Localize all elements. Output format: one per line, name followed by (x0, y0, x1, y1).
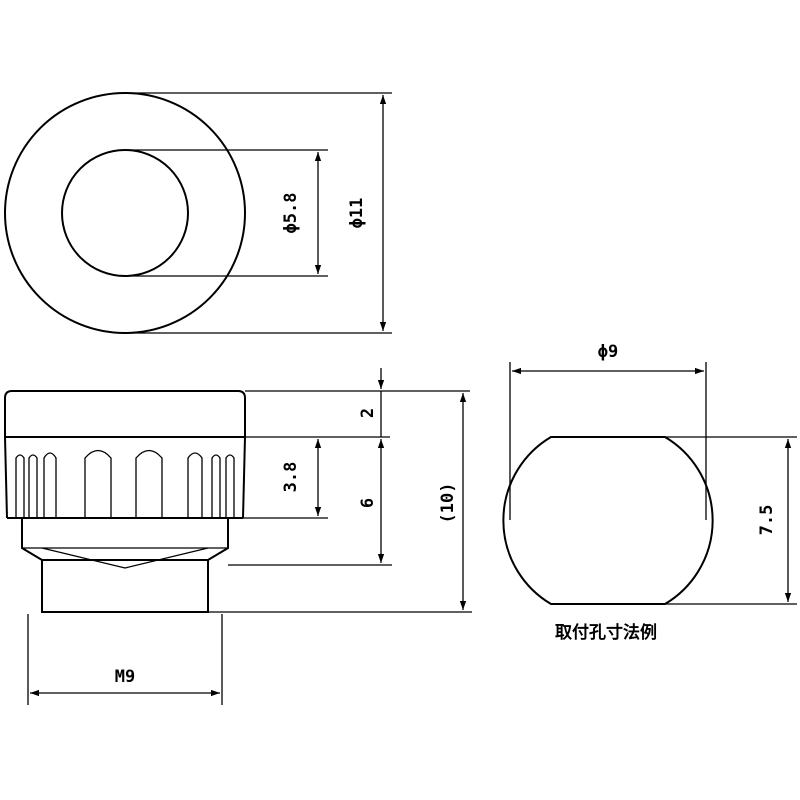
hex-body (21, 518, 229, 561)
mounting-hole-outline (502, 436, 714, 605)
body-height-label: 6 (358, 498, 378, 508)
cap-height-label: 2 (358, 408, 378, 418)
thread-label: M9 (115, 667, 135, 687)
hole-diameter-label: ϕ9 (598, 342, 618, 362)
outer-ring (4, 92, 246, 334)
side-view: 2 3.8 6 (10) M9 (4, 368, 472, 705)
threaded-shank (41, 560, 209, 613)
inner-diameter-label: ϕ5.8 (281, 193, 301, 234)
cap-top (4, 390, 246, 437)
outer-diameter-label: ϕ11 (347, 198, 367, 229)
mounting-hole-view: ϕ9 7.5 取付孔寸法例 (502, 342, 797, 643)
inner-bore (61, 149, 189, 277)
hole-flat-label: 7.5 (757, 505, 777, 536)
top-view: ϕ5.8 ϕ11 (4, 92, 392, 334)
total-height-label: (10) (438, 483, 458, 524)
knurl-height-label: 3.8 (281, 462, 301, 493)
mounting-hole-caption: 取付孔寸法例 (555, 622, 657, 643)
knurl-grooves (15, 449, 235, 518)
